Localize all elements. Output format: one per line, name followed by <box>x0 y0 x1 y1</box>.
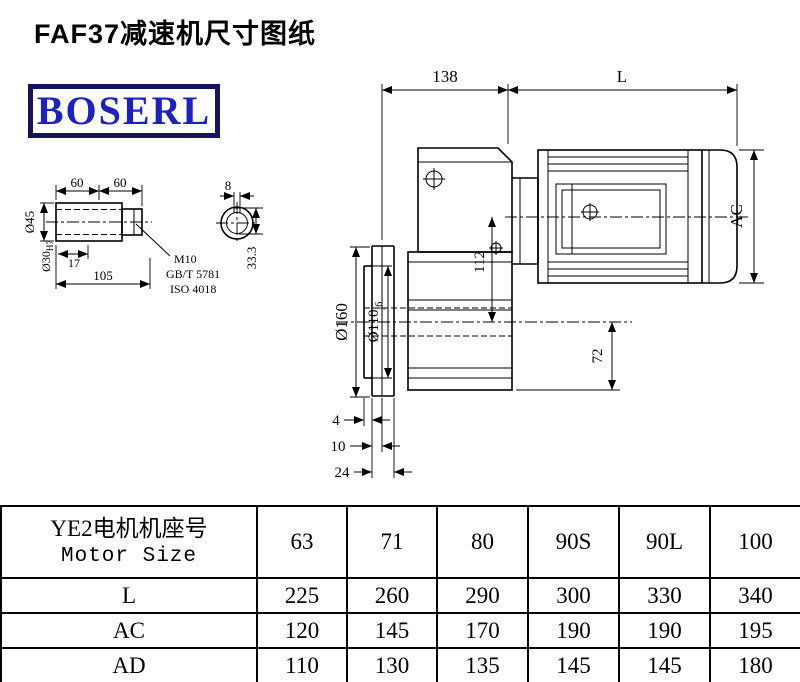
dim-label-105: 105 <box>93 268 113 283</box>
dim-value: 330 <box>618 577 711 614</box>
motor-view <box>505 149 748 284</box>
dim-label-dia30: Ø30H7 <box>39 240 55 272</box>
dim-value: 195 <box>709 612 800 649</box>
dim-key-width: 8 <box>220 178 254 206</box>
screw-note: M10 GB/T 5781 ISO 4018 <box>135 223 220 296</box>
motor-size-header-cn: YE2电机机座号 <box>50 516 208 542</box>
table-row-AD: AD 110 130 135 145 145 180 <box>0 647 800 682</box>
dim-value: 110 <box>256 647 348 682</box>
boserl-logo: BOSERL <box>28 84 220 138</box>
dim-value: 145 <box>618 647 711 682</box>
dim-value: 190 <box>618 612 711 649</box>
screw-spec: M10 <box>174 252 197 266</box>
motor-size-90l: 90L <box>618 505 711 579</box>
table-row-L: L 225 260 290 300 330 340 <box>0 577 800 614</box>
output-flange <box>363 245 395 397</box>
dim-label-24: 24 <box>335 465 351 481</box>
motor-size-header-en: Motor Size <box>60 545 198 569</box>
dim-shaft-dia45: Ø45 <box>22 202 54 242</box>
dim-label-dia45: Ø45 <box>22 211 37 233</box>
dim-value: 170 <box>436 612 529 649</box>
dim-label-L: L <box>617 67 627 86</box>
motor-size-90s: 90S <box>527 505 620 579</box>
dim-label-10: 10 <box>331 439 346 455</box>
dim-top-138-L: 138 L <box>381 67 738 240</box>
dim-label-60a: 60 <box>71 175 84 190</box>
dim-shaft-17: 17 <box>58 245 89 270</box>
dim-label-60b: 60 <box>114 175 127 190</box>
gearbox-main-view <box>336 147 632 397</box>
gear-housing-lower <box>407 251 513 391</box>
motor-adapter <box>512 177 539 265</box>
dim-value: 130 <box>346 647 438 682</box>
dim-label-8: 8 <box>225 178 232 193</box>
dim-motor-ac: AC <box>727 149 764 284</box>
motor-body <box>537 149 703 284</box>
row-label-AD: AD <box>0 647 258 682</box>
dim-value: 260 <box>346 577 438 614</box>
technical-drawing: 60 60 Ø45 Ø30H7 17 <box>22 67 764 481</box>
screw-iso: ISO 4018 <box>170 282 216 296</box>
dim-label-17: 17 <box>68 256 80 270</box>
boserl-logo-text: BOSERL <box>36 88 212 133</box>
motor-size-100: 100 <box>709 505 800 579</box>
dim-key-height: 33.3 <box>239 207 263 270</box>
dim-foot-72: 72 <box>516 322 620 391</box>
shaft-detail: 60 60 Ø45 Ø30H7 17 <box>22 175 220 296</box>
dim-spigot-dia110: Ø110j6 <box>366 265 392 379</box>
dim-value: 180 <box>709 647 800 682</box>
dim-flange-dia160: Ø160 <box>332 246 370 398</box>
dim-value: 290 <box>436 577 529 614</box>
dim-label-112: 112 <box>472 251 488 273</box>
bore-section-detail: 8 33.3 <box>216 178 263 269</box>
dim-shaft-60-60: 60 60 <box>55 175 143 206</box>
dim-axis-112: 112 <box>472 217 496 322</box>
row-label-AC: AC <box>0 612 258 649</box>
dim-label-72: 72 <box>590 349 606 364</box>
motor-size-header: YE2电机机座号 Motor Size <box>0 505 258 579</box>
motor-fan-cowl <box>702 149 738 284</box>
dim-stack-4-10-24: 4 10 24 <box>331 398 412 481</box>
row-label-L: L <box>0 577 258 614</box>
dim-value: 145 <box>346 612 438 649</box>
dim-label-AC: AC <box>727 204 746 228</box>
dim-label-dia160: Ø160 <box>332 303 351 341</box>
dim-value: 300 <box>527 577 620 614</box>
dim-value: 225 <box>256 577 348 614</box>
dim-shaft-105: 105 <box>55 245 151 289</box>
motor-size-63: 63 <box>256 505 348 579</box>
motor-size-71: 71 <box>346 505 438 579</box>
dim-value: 340 <box>709 577 800 614</box>
gear-housing-upper <box>417 147 513 253</box>
page-title: FAF37减速机尺寸图纸 <box>34 19 317 49</box>
table-row-AC: AC 120 145 170 190 190 195 <box>0 612 800 649</box>
dim-value: 145 <box>527 647 620 682</box>
dim-value: 120 <box>256 612 348 649</box>
dim-label-33-3: 33.3 <box>244 247 259 270</box>
dim-label-dia110: Ø110j6 <box>366 302 385 343</box>
screw-standard: GB/T 5781 <box>166 267 220 281</box>
motor-size-80: 80 <box>436 505 529 579</box>
dim-value: 135 <box>436 647 529 682</box>
dim-label-138: 138 <box>432 67 458 86</box>
dim-label-4: 4 <box>332 413 340 429</box>
dim-value: 190 <box>527 612 620 649</box>
motor-dimension-table: YE2电机机座号 Motor Size 63 71 80 90S 90L 100… <box>0 505 800 682</box>
